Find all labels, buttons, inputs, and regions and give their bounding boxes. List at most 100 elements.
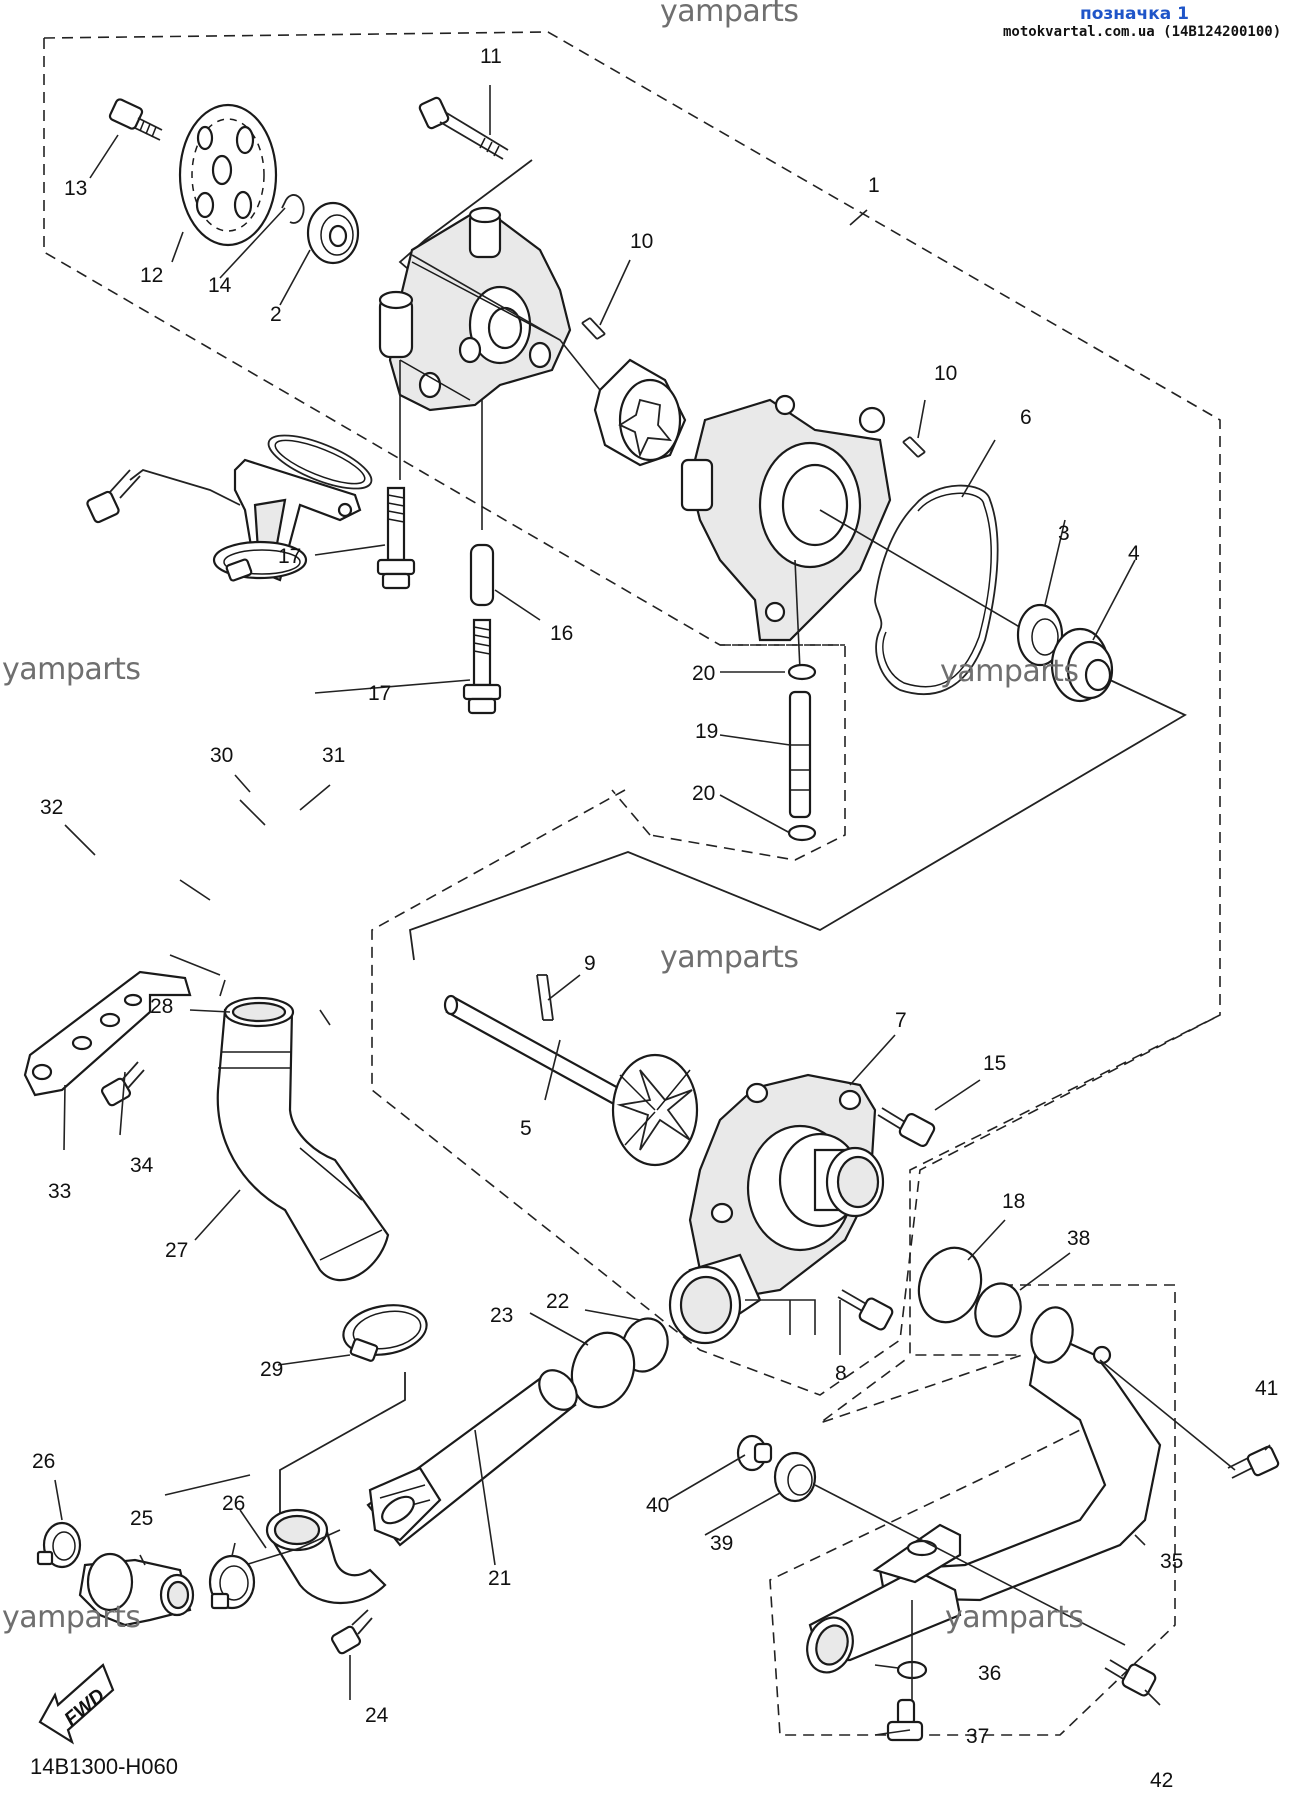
callout-28: 28 (150, 995, 173, 1018)
bolt-15 (877, 1107, 936, 1147)
impeller-shaft-5 (443, 994, 699, 1167)
callout-15: 15 (983, 1052, 1006, 1075)
hose-clamp-26-right (208, 1554, 256, 1610)
callout-36: 36 (978, 1662, 1001, 1685)
watermark: yamparts (2, 1600, 141, 1635)
callout-39: 39 (710, 1532, 733, 1555)
callout-20-lower: 20 (692, 782, 715, 805)
bolt-41 (1227, 1445, 1280, 1479)
callout-6: 6 (1020, 406, 1032, 429)
o-ring-23 (570, 1331, 636, 1409)
axis-line-housing (399, 254, 601, 530)
callout-26-right: 26 (222, 1492, 245, 1515)
watermark: yamparts (660, 940, 799, 975)
pipe-35 (806, 1306, 1162, 1674)
callout-2: 2 (270, 303, 282, 326)
watermark: yamparts (940, 654, 1079, 689)
callout-24: 24 (365, 1704, 389, 1727)
callout-35: 35 (1160, 1550, 1183, 1573)
bolt-17-lower (462, 618, 502, 715)
o-ring-38 (974, 1282, 1022, 1338)
callout-8: 8 (835, 1362, 847, 1385)
callout-4: 4 (1128, 542, 1140, 565)
fwd-arrow: FWD (38, 1663, 115, 1745)
axis-line-8 (745, 1299, 816, 1335)
callout-37: 37 (966, 1725, 989, 1748)
callout-40: 40 (646, 1494, 669, 1517)
page-mark-label: позначка 1 (1080, 4, 1189, 24)
assembly-outline-5 (371, 789, 1221, 1396)
callout-19: 19 (695, 720, 718, 743)
group-line-29 (279, 1372, 406, 1525)
callout-38: 38 (1067, 1227, 1090, 1250)
watermark: yamparts (2, 652, 141, 687)
pipe-21 (366, 1369, 578, 1547)
hose-clamp-28 (212, 540, 308, 582)
elbow-25 (78, 1552, 195, 1627)
callout-17-lower: 17 (368, 682, 391, 705)
callout-27: 27 (165, 1239, 188, 1262)
callout-23: 23 (490, 1304, 513, 1327)
gasket-6 (874, 484, 999, 696)
callout-31: 31 (322, 744, 345, 767)
group-line-32 (129, 469, 241, 506)
callout-34: 34 (130, 1154, 154, 1177)
callout-18: 18 (1002, 1190, 1025, 1213)
o-ring-31-inner (274, 439, 366, 485)
bolt-17-upper (376, 486, 416, 590)
water-pump-body (668, 1073, 885, 1345)
gasket-6-inner (882, 492, 992, 688)
bolt-11 (418, 96, 509, 160)
callouts: 1 2 3 4 5 6 7 8 9 10 10 11 12 13 14 15 1… (32, 45, 1278, 1792)
callout-20-upper: 20 (692, 662, 715, 685)
pin-10-upper (581, 317, 606, 340)
axis-line-39 (814, 1484, 1126, 1646)
bracket-33 (23, 970, 192, 1097)
o-ring-31 (267, 434, 373, 490)
dowel-16 (469, 543, 495, 607)
assembly-outline-19 (611, 644, 846, 861)
mechanical-seal-4 (1050, 627, 1114, 703)
pin-10-right (902, 436, 926, 458)
collar-40 (736, 1434, 773, 1472)
hose-clamp-29 (342, 1304, 428, 1362)
pump-housing (378, 206, 572, 412)
callout-9: 9 (584, 952, 596, 975)
callout-29: 29 (260, 1358, 283, 1381)
bolt-8 (837, 1289, 894, 1331)
o-ring-20-lower (787, 824, 817, 842)
callout-16: 16 (550, 622, 573, 645)
elbow-hose (265, 1508, 387, 1605)
callout-3: 3 (1058, 522, 1070, 545)
callout-10-upper: 10 (630, 230, 653, 253)
bolt-13 (108, 98, 163, 141)
bolt-24 (330, 1609, 373, 1655)
callout-5: 5 (520, 1117, 532, 1140)
callout-25: 25 (130, 1507, 153, 1530)
callout-33: 33 (48, 1180, 71, 1203)
bolt-37 (886, 1698, 924, 1742)
grommet-39 (773, 1451, 817, 1503)
watermark: yamparts (660, 0, 799, 29)
o-ring-20-upper (787, 663, 817, 681)
axis-line-41 (1099, 1359, 1236, 1471)
callout-12: 12 (140, 264, 163, 287)
bolt-32 (86, 469, 141, 524)
callout-30: 30 (210, 744, 233, 767)
circlip-14 (281, 194, 305, 224)
axis-line-26 (244, 1529, 341, 1566)
callout-1: 1 (868, 174, 880, 197)
bearing-2 (306, 201, 360, 265)
callout-21: 21 (488, 1567, 511, 1590)
hose-clamp-26-left (36, 1521, 82, 1569)
callout-42: 42 (1150, 1769, 1173, 1792)
seal-3 (1016, 603, 1064, 667)
callout-11: 11 (480, 45, 502, 68)
assembly-outline-1 (43, 31, 1221, 1424)
sprocket-12 (178, 103, 278, 247)
leader-lines (54, 85, 1271, 1736)
pump-cover (680, 394, 892, 642)
diagram-code: 14B1300-H060 (30, 1754, 179, 1779)
callout-41: 41 (1255, 1377, 1278, 1400)
